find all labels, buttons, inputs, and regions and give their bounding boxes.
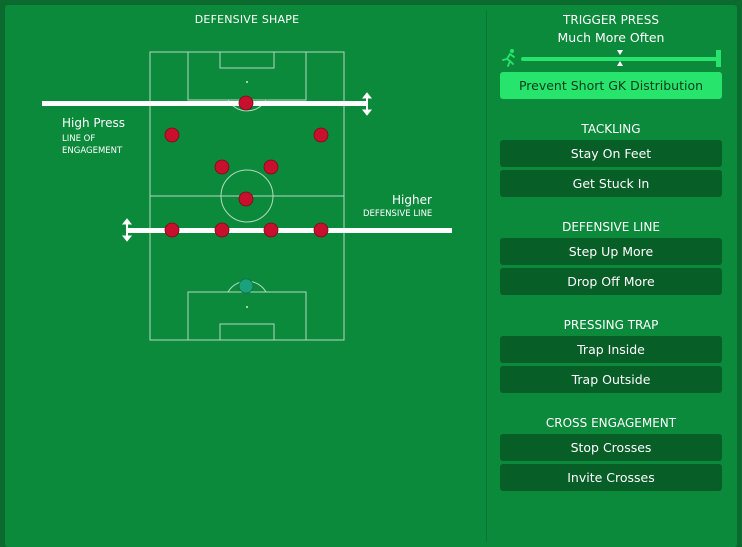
trigger-press-slider[interactable] xyxy=(521,57,719,61)
player-left-winger xyxy=(164,127,180,143)
slider-marker-top-icon[interactable] xyxy=(617,50,623,55)
centre-circle xyxy=(220,169,274,223)
trap-inside-button[interactable]: Trap Inside xyxy=(500,336,722,363)
pitch-markings xyxy=(149,51,345,341)
top-penalty-area xyxy=(187,51,307,101)
drop-off-more-button[interactable]: Drop Off More xyxy=(500,268,722,295)
player-right-centre-back xyxy=(263,222,279,238)
trigger-press-title: TRIGGER PRESS xyxy=(563,13,659,27)
player-striker xyxy=(238,95,254,111)
top-penalty-spot xyxy=(246,81,248,83)
bottom-penalty-area xyxy=(187,291,307,341)
player-left-centre-back xyxy=(214,222,230,238)
player-right-back xyxy=(313,222,329,238)
stay-on-feet-button[interactable]: Stay On Feet xyxy=(500,140,722,167)
players xyxy=(164,95,329,238)
slider-marker-bottom-icon[interactable] xyxy=(617,61,623,66)
running-player-icon xyxy=(502,49,515,67)
tackling-title: TACKLING xyxy=(581,122,641,136)
prevent-short-gk-distribution-button[interactable]: Prevent Short GK Distribution xyxy=(500,72,722,99)
cross-engagement-title: CROSS ENGAGEMENT xyxy=(545,416,677,430)
step-up-more-button[interactable]: Step Up More xyxy=(500,238,722,265)
stop-crosses-button[interactable]: Stop Crosses xyxy=(500,434,722,461)
defensive-line-handle-icon[interactable] xyxy=(121,218,133,242)
player-goalkeeper xyxy=(238,278,254,294)
trap-outside-button[interactable]: Trap Outside xyxy=(500,366,722,393)
player-left-back xyxy=(164,222,180,238)
engagement-handle-icon[interactable] xyxy=(361,92,373,116)
trigger-press-slider-end xyxy=(716,50,721,67)
player-defensive-midfielder xyxy=(238,191,254,207)
player-left-central-midfielder xyxy=(214,159,230,175)
player-right-central-midfielder xyxy=(263,159,279,175)
defensive-line xyxy=(127,228,452,233)
defensive-line-value: Higher xyxy=(392,193,432,207)
line-of-engagement xyxy=(42,101,368,106)
line-of-engagement-label: LINE OF ENGAGEMENT xyxy=(62,133,122,157)
line-of-engagement-value: High Press xyxy=(62,116,125,130)
top-six-yard-box xyxy=(219,51,275,69)
trigger-press-value: Much More Often xyxy=(557,30,665,45)
defensive-line-title: DEFENSIVE LINE xyxy=(562,220,660,234)
player-right-winger xyxy=(313,127,329,143)
defensive-line-label: DEFENSIVE LINE xyxy=(363,209,433,219)
bottom-six-yard-box xyxy=(219,323,275,341)
defensive-shape-title: DEFENSIVE SHAPE xyxy=(194,13,300,26)
panel-divider xyxy=(486,10,487,542)
get-stuck-in-button[interactable]: Get Stuck In xyxy=(500,170,722,197)
invite-crosses-button[interactable]: Invite Crosses xyxy=(500,464,722,491)
pressing-trap-title: PRESSING TRAP xyxy=(563,318,659,332)
line-of-engagement-label-text: LINE OF ENGAGEMENT xyxy=(62,134,123,156)
bottom-penalty-spot xyxy=(246,306,248,308)
